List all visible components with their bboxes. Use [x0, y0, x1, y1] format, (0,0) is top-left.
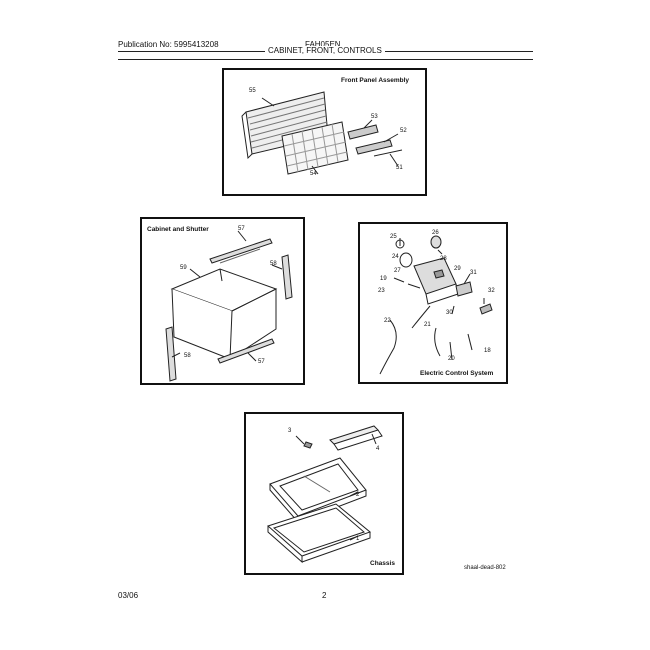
callout-51: 51 — [396, 165, 403, 171]
callout-59: 59 — [180, 265, 187, 271]
callout-24: 24 — [392, 254, 399, 260]
callout-58-left: 58 — [184, 353, 191, 359]
callout-3: 3 — [288, 428, 292, 434]
front-panel-drawing — [224, 70, 429, 198]
callout-54: 54 — [310, 171, 317, 177]
callout-19: 19 — [380, 276, 387, 282]
callout-20: 20 — [448, 356, 455, 362]
callout-57-bottom: 57 — [258, 359, 265, 365]
panel-title-cabinet: Cabinet and Shutter — [147, 226, 209, 233]
panel-title-electric: Electric Control System — [420, 370, 494, 377]
cabinet-and-shutter-panel: Cabinet and Shutter 57 59 58 58 57 — [140, 217, 305, 385]
callout-57-top: 57 — [238, 226, 245, 232]
publication-number: Publication No: 5995413208 — [118, 40, 219, 49]
callout-25: 25 — [390, 234, 397, 240]
callout-32: 32 — [488, 288, 495, 294]
drawing-code: shaal-dead-802 — [464, 565, 506, 571]
footer-date: 03/06 — [118, 591, 139, 600]
callout-2: 2 — [356, 492, 360, 498]
header-rule-bottom — [118, 59, 533, 60]
callout-55: 55 — [249, 88, 256, 94]
callout-28: 28 — [440, 256, 447, 262]
section-title: CABINET, FRONT, CONTROLS — [265, 46, 385, 55]
callout-26: 26 — [432, 230, 439, 236]
callout-58-right: 58 — [270, 261, 277, 267]
chassis-drawing — [246, 414, 406, 577]
callout-30: 30 — [446, 310, 453, 316]
callout-21: 21 — [424, 322, 431, 328]
panel-title-front: Front Panel Assembly — [341, 77, 410, 84]
cabinet-drawing — [142, 219, 307, 387]
chassis-panel: Chassis 3 4 2 1 — [244, 412, 404, 575]
footer-page-number: 2 — [322, 591, 327, 600]
callout-1: 1 — [356, 536, 360, 542]
callout-31: 31 — [470, 270, 477, 276]
panel-title-chassis: Chassis — [370, 560, 395, 567]
electric-drawing — [360, 224, 510, 386]
callout-53: 53 — [371, 114, 378, 120]
model-number: FAH05EN — [305, 40, 341, 49]
callout-22: 22 — [384, 318, 391, 324]
callout-52: 52 — [400, 128, 407, 134]
callout-18: 18 — [484, 348, 491, 354]
callout-29: 29 — [454, 266, 461, 272]
callout-23: 23 — [378, 288, 385, 294]
callout-27: 27 — [394, 268, 401, 274]
front-panel-assembly-panel: Front Panel Assembly 55 53 52 54 51 — [222, 68, 427, 196]
electric-control-system-panel: Electric Control System — [358, 222, 508, 384]
callout-4: 4 — [376, 446, 380, 452]
